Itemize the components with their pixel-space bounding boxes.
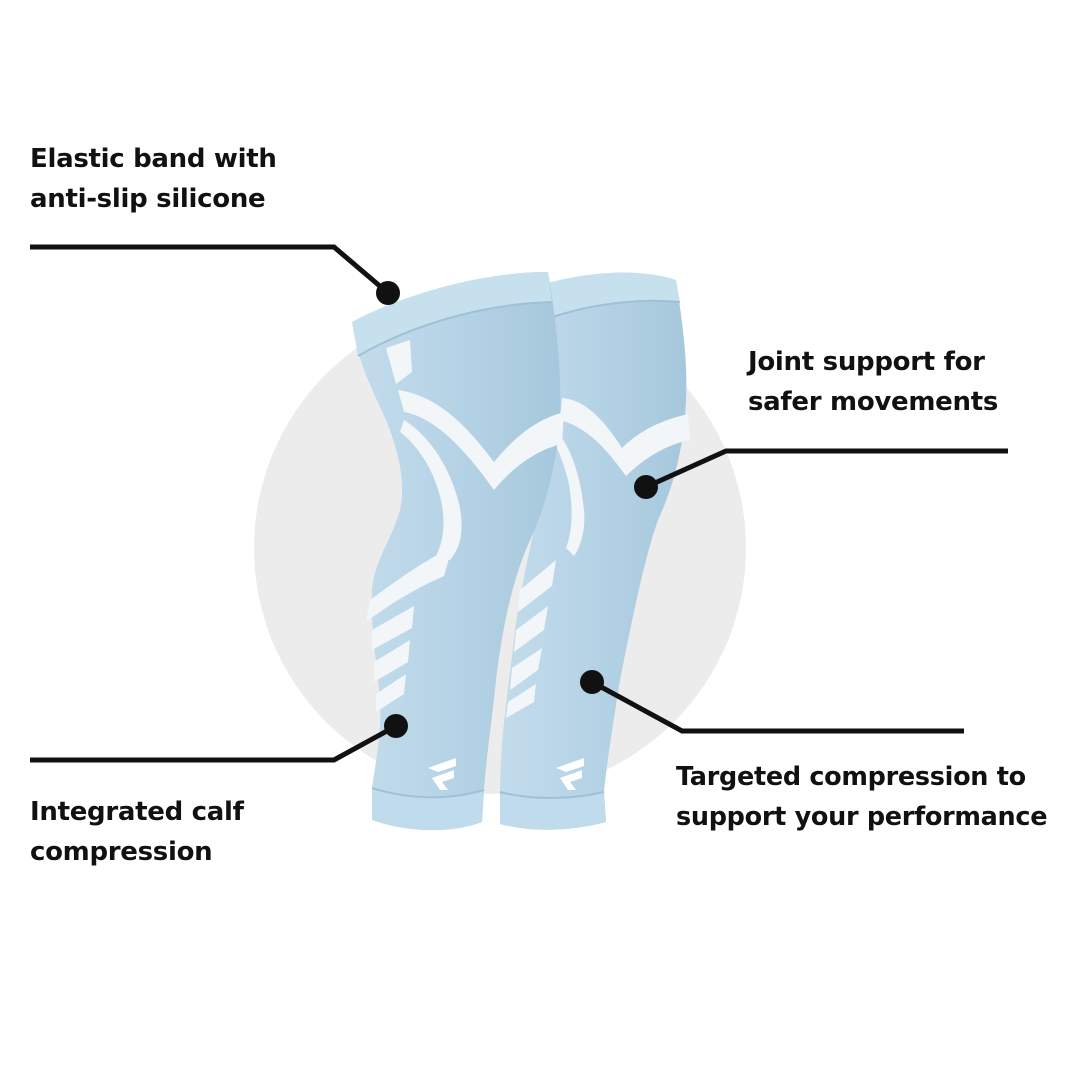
leader-line-targeted-compression xyxy=(580,670,964,734)
callout-targeted-compression-line1: Targeted compression to xyxy=(676,762,1026,792)
callout-joint-support-line1: Joint support for xyxy=(748,347,985,377)
leader-line-elastic-band xyxy=(30,244,400,305)
brand-logo-icon-right xyxy=(556,758,584,790)
knee-sleeve-right xyxy=(499,272,690,830)
callout-elastic-band-line1: Elastic band with xyxy=(30,144,277,174)
callout-calf-compression: Integrated calf compression xyxy=(30,792,244,872)
callout-elastic-band: Elastic band with anti-slip silicone xyxy=(30,139,277,219)
knee-sleeve-left xyxy=(352,272,564,831)
leader-line-calf-compression xyxy=(30,714,408,763)
callout-joint-support: Joint support for safer movements xyxy=(748,342,998,422)
callout-calf-compression-line1: Integrated calf xyxy=(30,797,244,827)
callout-targeted-compression: Targeted compression to support your per… xyxy=(676,757,1048,837)
callout-targeted-compression-line2: support your performance xyxy=(676,802,1048,832)
callout-joint-support-line2: safer movements xyxy=(748,387,999,417)
leader-line-joint-support xyxy=(634,448,1008,499)
brand-logo-icon-left xyxy=(428,758,456,790)
callout-elastic-band-line2: anti-slip silicone xyxy=(30,184,266,214)
callout-calf-compression-line2: compression xyxy=(30,837,213,867)
